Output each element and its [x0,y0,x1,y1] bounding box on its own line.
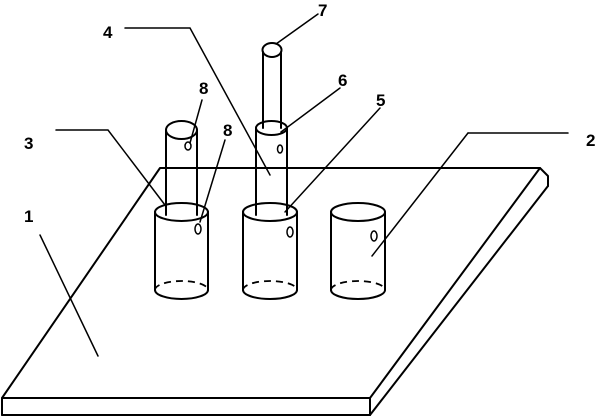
label-empty-cylinder: 2 [586,131,595,150]
base-plate [1,167,549,416]
right-empty-cylinder [330,202,386,300]
label-left-hole-upper: 8 [199,79,208,98]
label-middle-rod-top: 7 [318,1,327,20]
label-plate: 1 [24,207,33,226]
leader-lines [39,13,569,357]
left-cylinder-assembly [154,120,209,300]
label-middle-cylinder: 5 [376,91,385,110]
label-left-fitting: 3 [24,134,33,153]
middle-cylinder-assembly [242,42,298,300]
label-middle-rod: 4 [103,23,113,42]
callout-labels: 1 2 3 4 5 6 7 8 8 [24,1,595,226]
label-left-hole-lower: 8 [223,121,232,140]
label-middle-sleeve: 6 [338,71,347,90]
